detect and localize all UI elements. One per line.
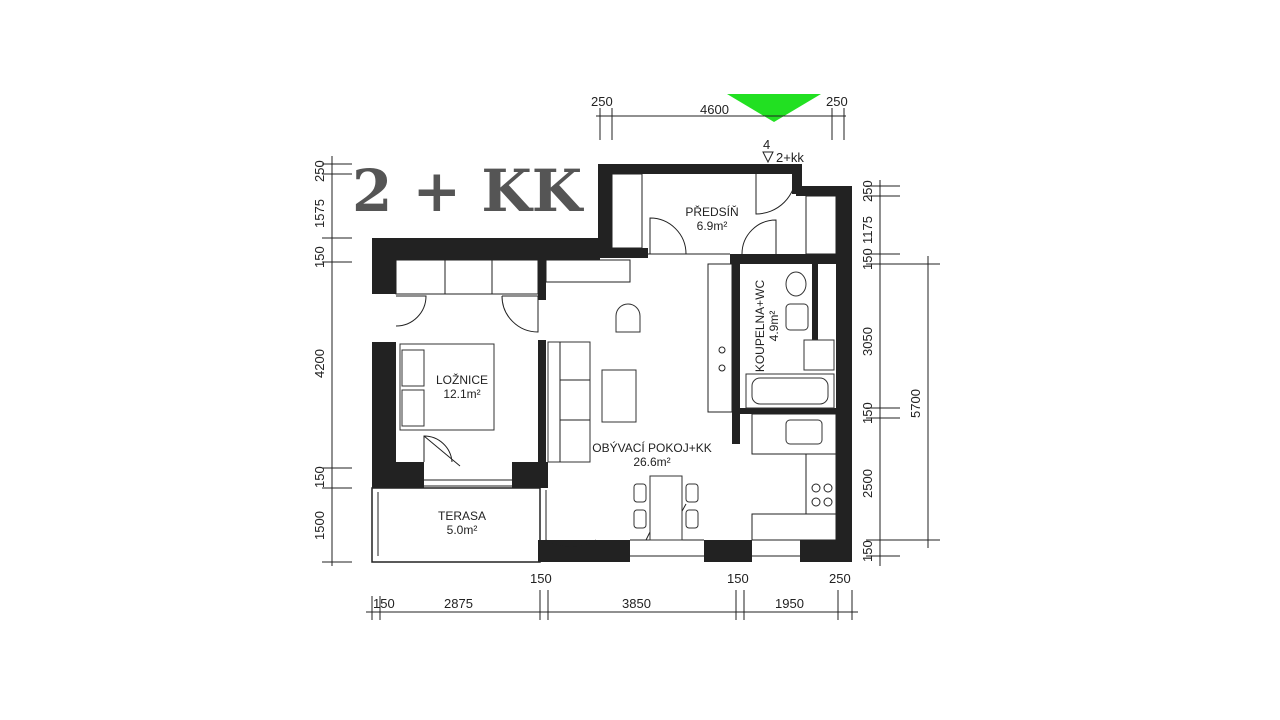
dim-bottom-5: 150 (727, 571, 749, 586)
dim-bottom-7: 250 (829, 571, 851, 586)
room-koupelna-area: 4.9m² (767, 311, 781, 342)
unit-arrow-icon (762, 151, 774, 164)
orientation-marker (727, 94, 821, 122)
plan-title: 2 + KK (352, 157, 585, 225)
dimension-lines (322, 108, 940, 620)
interior-lines (395, 173, 837, 557)
dim-left-4: 4200 (312, 349, 327, 378)
dim-right-4: 3050 (860, 327, 875, 356)
furniture (399, 271, 835, 541)
dim-bottom-1: 150 (373, 596, 395, 611)
room-loznice-name: LOŽNICE (436, 372, 488, 387)
dim-left-2: 1575 (312, 199, 327, 228)
terrace-outline (371, 487, 541, 563)
dim-bottom-3: 150 (530, 571, 552, 586)
dim-left-3: 150 (312, 246, 327, 268)
dim-top-2: 4600 (700, 102, 729, 117)
room-predsin-area: 6.9m² (697, 219, 728, 233)
dim-right-1: 250 (860, 180, 875, 202)
walls (372, 164, 852, 562)
dim-right-2: 1175 (860, 216, 875, 244)
dim-right-7: 150 (860, 540, 875, 562)
unit-type-label: 2+kk (776, 150, 804, 165)
dim-right-3: 150 (860, 248, 875, 270)
room-obyvaci-area: 26.6m² (633, 455, 670, 469)
room-predsin-name: PŘEDSÍŇ (685, 204, 738, 219)
unit-number: 4 (763, 137, 770, 152)
room-terasa-area: 5.0m² (447, 523, 478, 537)
dim-bottom-2: 2875 (444, 596, 473, 611)
dim-bottom-4: 3850 (622, 596, 651, 611)
dim-top-3: 250 (826, 94, 848, 109)
dim-bottom-6: 1950 (775, 596, 804, 611)
dim-left-1: 250 (312, 160, 327, 182)
dim-left-5: 150 (312, 466, 327, 488)
dim-top-1: 250 (591, 94, 613, 109)
room-obyvaci-name: OBÝVACÍ POKOJ+KK (592, 440, 711, 455)
dim-right-5: 150 (860, 402, 875, 424)
room-terasa-name: TERASA (438, 509, 486, 523)
dim-left-6: 1500 (312, 511, 327, 540)
dim-right-6: 2500 (860, 469, 875, 498)
room-loznice-area: 12.1m² (443, 387, 480, 401)
dim-right-outer: 5700 (908, 389, 923, 418)
room-koupelna-name: KOUPELNA+WC (753, 279, 767, 372)
